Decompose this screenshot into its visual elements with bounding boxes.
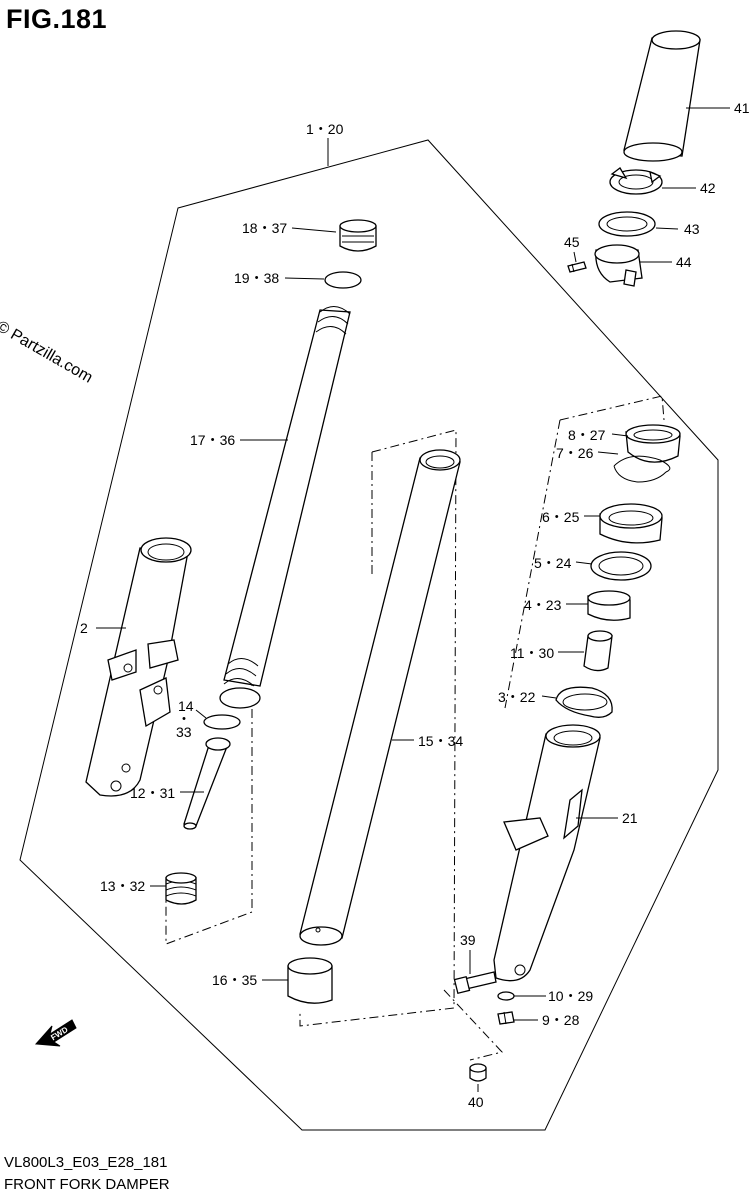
oil-seal-stopper-ring [613, 455, 671, 483]
model-code: VL800L3_E03_E28_181 [4, 1154, 168, 1171]
callout-18-37: 18・37 [242, 220, 287, 236]
bolt-gasket [497, 991, 515, 1001]
fwd-arrow-icon: FWD [34, 1019, 77, 1047]
callout-15-34: 15・34 [418, 733, 463, 749]
oil-seal [599, 503, 663, 544]
diagram-name: FRONT FORK DAMPER [4, 1176, 170, 1193]
assembly-outline [19, 139, 719, 1131]
drain-screw [497, 1011, 515, 1025]
protector-washer [598, 211, 656, 237]
outer-tube-right [493, 724, 601, 982]
callout-45: 45 [564, 234, 580, 250]
callout-14: 14 [178, 698, 194, 714]
leader-14 [195, 709, 207, 719]
clamp-screw [567, 261, 587, 273]
oil-lock-piece [583, 630, 613, 672]
callout-12-31: 12・31 [130, 785, 175, 801]
callout-13-32: 13・32 [100, 878, 145, 894]
circlip [555, 686, 613, 718]
callout-11-30: 11・30 [510, 645, 554, 661]
slide-bushing [287, 957, 333, 1004]
callout-41: 41 [734, 100, 750, 116]
callout-8-27: 8・27 [568, 427, 606, 443]
callout-2: 2 [80, 620, 88, 636]
callout-33: 33 [176, 724, 192, 740]
axle-cap [469, 1063, 487, 1082]
leader-3-22 [541, 695, 557, 699]
circlip-inner [562, 693, 608, 711]
callout-17-36: 17・36 [190, 432, 235, 448]
inner-group-outline-bottom [443, 989, 503, 1061]
callout-21: 21 [622, 810, 638, 826]
leader-8-27 [611, 433, 629, 437]
callout-1-20: 1・20 [306, 121, 344, 137]
inner-group-outline-right [504, 395, 665, 709]
damper-rod-bolt [453, 971, 497, 995]
inner-group-outline-left [299, 429, 457, 1027]
protector-nut [609, 167, 663, 195]
damper-rod [183, 737, 231, 830]
cap-bolt [339, 219, 377, 252]
protector-clamp [594, 244, 643, 287]
leader-19-38 [284, 277, 325, 280]
callout-44: 44 [676, 254, 692, 270]
figure-title: FIG.181 [6, 4, 108, 34]
leader-7-26 [597, 451, 619, 455]
callout-42: 42 [700, 180, 716, 196]
leader-43 [655, 227, 679, 230]
dust-seal [625, 424, 681, 463]
inner-group-outline-small [165, 652, 253, 945]
callout-19-38: 19・38 [234, 270, 279, 286]
inner-tube [299, 449, 461, 946]
callout-6-25: 6・25 [542, 509, 580, 525]
callout-16-35: 16・35 [212, 972, 257, 988]
outer-tube-left [85, 537, 192, 797]
callout-39: 39 [460, 932, 476, 948]
callout-4-23: 4・23 [524, 597, 562, 613]
guide-bushing [587, 590, 631, 621]
o-ring-cap [324, 271, 362, 289]
callout-43: 43 [684, 221, 700, 237]
callout-40: 40 [468, 1094, 484, 1110]
leader-18-37 [291, 227, 337, 233]
leader-45 [573, 251, 577, 263]
fork-spring [219, 306, 351, 709]
oil-lock-piece-ring [203, 714, 241, 730]
oil-seal-retainer [590, 551, 652, 581]
rebound-spring [165, 872, 197, 905]
callout-5-24: 5・24 [534, 555, 572, 571]
callout-7-26: 7・26 [556, 445, 594, 461]
callout-10-29: 10・29 [548, 988, 593, 1004]
callout-3-22: 3・22 [498, 689, 536, 705]
fork-protector [623, 30, 701, 162]
callout-14-dot: ・ [177, 711, 191, 727]
callout-9-28: 9・28 [542, 1012, 580, 1028]
leader-5-24 [575, 561, 593, 565]
